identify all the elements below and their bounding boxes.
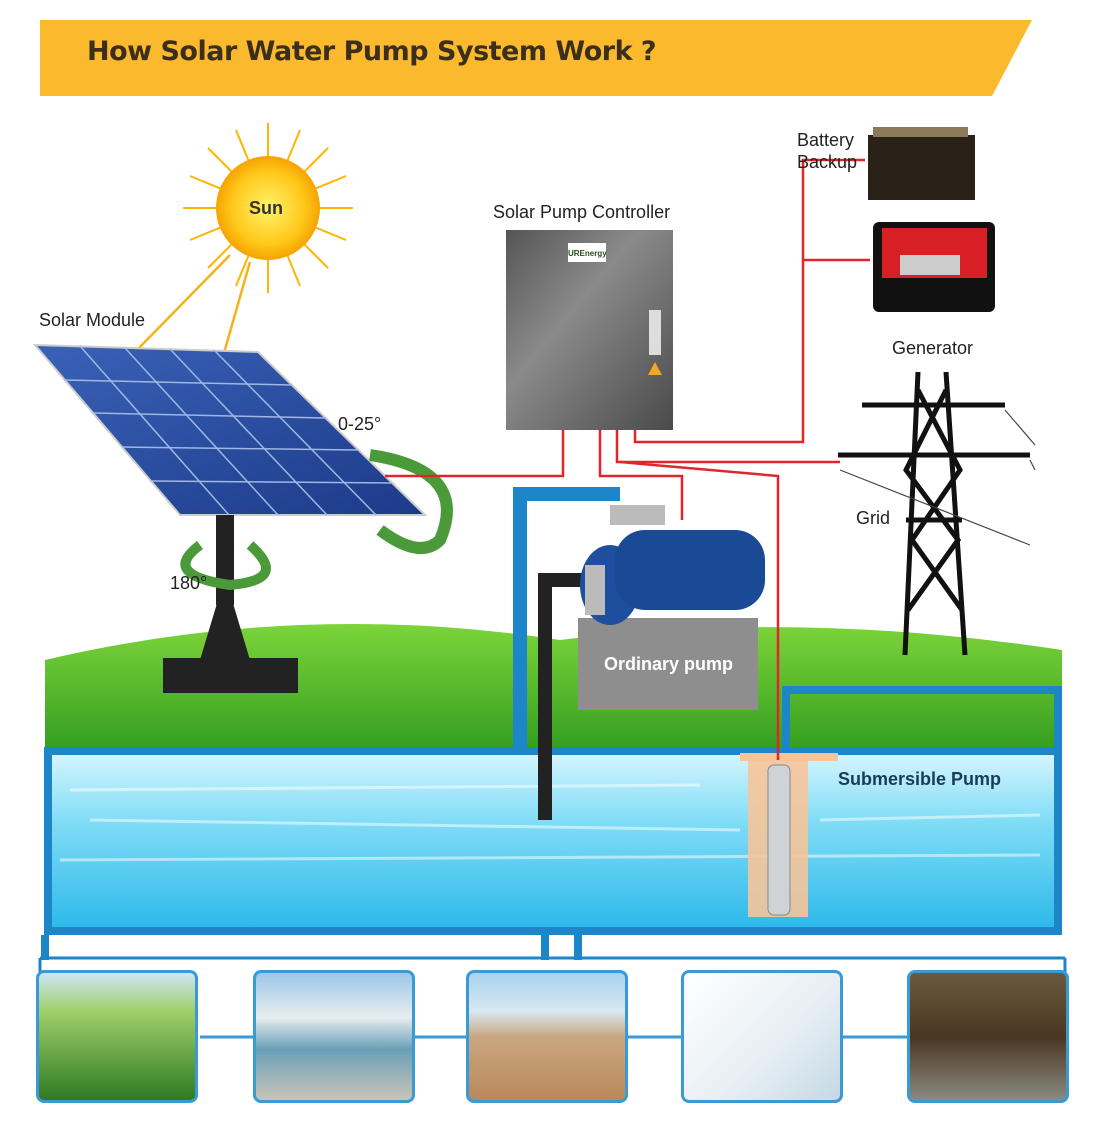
rotation-arrow [180,541,271,591]
generator-label: Generator [892,338,974,358]
rotation-label: 180° [170,573,208,593]
solar-module-label: Solar Module [39,310,146,330]
panel-base [163,658,298,693]
grass-hill [45,624,1062,760]
grid-label: Grid [856,508,891,528]
image-livestock [907,970,1069,1103]
ordinary-pump-base [578,618,758,710]
page-title: How Solar Water Pump System Work ? [87,36,657,67]
ordinary-pump-label: Ordinary pump [604,654,734,674]
image-water-treatment [253,970,415,1103]
sun-label: Sun [249,198,283,218]
tilt-arrow [369,449,453,554]
controller-box [506,230,673,430]
controller-label: Solar Pump Controller [493,202,671,222]
wires [385,158,870,760]
submersible-pump-label: Submersible Pump [838,769,1002,789]
water-tank [44,747,1062,935]
controller-logo: UREnergy [568,243,607,262]
solar-panel [32,343,428,516]
submersible-pump-body [767,764,791,916]
battery-graphic [868,135,975,200]
grid-tower [838,371,1030,656]
panel-pole [216,515,234,605]
generator-graphic [873,222,995,312]
image-irrigation [36,970,198,1103]
tilt-label: 0-25° [338,414,382,434]
image-faucet [681,970,843,1103]
title-banner [40,20,1032,96]
sun-graphic [183,123,353,293]
image-desert-farmland [466,970,628,1103]
battery-label: Battery Backup [797,130,858,172]
ordinary-pump-graphic [580,505,765,625]
